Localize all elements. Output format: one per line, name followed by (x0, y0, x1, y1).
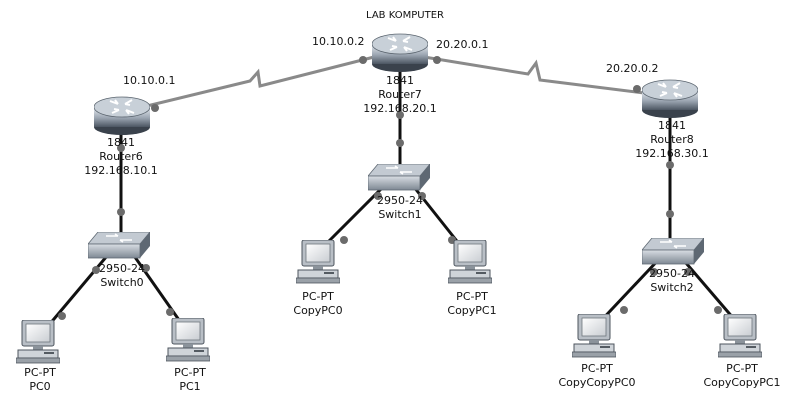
link-switch0-pc1[interactable] (128, 249, 188, 331)
serial-link-router6-router7[interactable] (121, 54, 379, 114)
port-indicators (58, 56, 722, 320)
switch2-name: Switch2 (650, 281, 694, 294)
switch1-name: Switch1 (378, 208, 422, 221)
copypc1-icon[interactable] (448, 240, 492, 284)
router7-name: Router7 (378, 88, 422, 101)
pc1-icon[interactable] (166, 318, 210, 362)
switch2-icon[interactable] (642, 238, 704, 265)
switch1-model: 2950-24 (377, 194, 423, 207)
pc0-type: PC-PT (24, 366, 56, 379)
router6-name: Router6 (99, 150, 143, 163)
copypc0-name: CopyPC0 (293, 304, 343, 317)
switch2-model: 2950-24 (649, 267, 695, 280)
router8-icon[interactable] (642, 79, 698, 118)
router8-model: 1841 (658, 119, 686, 132)
router6-wan-ip: 10.10.0.1 (123, 74, 176, 87)
pc0-icon[interactable] (16, 320, 60, 364)
switch0-icon[interactable] (88, 232, 150, 259)
router7-wan-ip-left: 10.10.0.2 (312, 35, 365, 48)
router8-name: Router8 (650, 133, 694, 146)
router6-icon[interactable] (94, 96, 150, 135)
router7-icon[interactable] (372, 33, 428, 72)
copycopypc1-icon[interactable] (718, 314, 762, 358)
copypc1-name: CopyPC1 (447, 304, 497, 317)
diagram-title: LAB KOMPUTER (366, 10, 444, 21)
pc1-name: PC1 (179, 380, 201, 393)
router7-lan-ip: 192.168.20.1 (363, 102, 437, 115)
pc1-type: PC-PT (174, 366, 206, 379)
switch1-icon[interactable] (368, 164, 430, 191)
router7-model: 1841 (386, 74, 414, 87)
copypc0-type: PC-PT (302, 290, 334, 303)
copypc0-icon[interactable] (296, 240, 340, 284)
copycopypc0-icon[interactable] (572, 314, 616, 358)
router7-wan-ip-right: 20.20.0.1 (436, 38, 489, 51)
copycopypc1-name: CopyCopyPC1 (703, 376, 781, 389)
copycopypc0-type: PC-PT (581, 362, 613, 375)
router8-wan-ip: 20.20.0.2 (606, 62, 659, 75)
copypc1-type: PC-PT (456, 290, 488, 303)
copycopypc1-type: PC-PT (726, 362, 758, 375)
copycopypc0-name: CopyCopyPC0 (558, 376, 636, 389)
serial-link-router7-router8[interactable] (417, 54, 669, 98)
pc0-name: PC0 (29, 380, 51, 393)
router6-model: 1841 (107, 136, 135, 149)
router6-lan-ip: 192.168.10.1 (84, 164, 158, 177)
switch0-name: Switch0 (100, 276, 144, 289)
router8-lan-ip: 192.168.30.1 (635, 147, 709, 160)
switch0-model: 2950-24 (99, 262, 145, 275)
